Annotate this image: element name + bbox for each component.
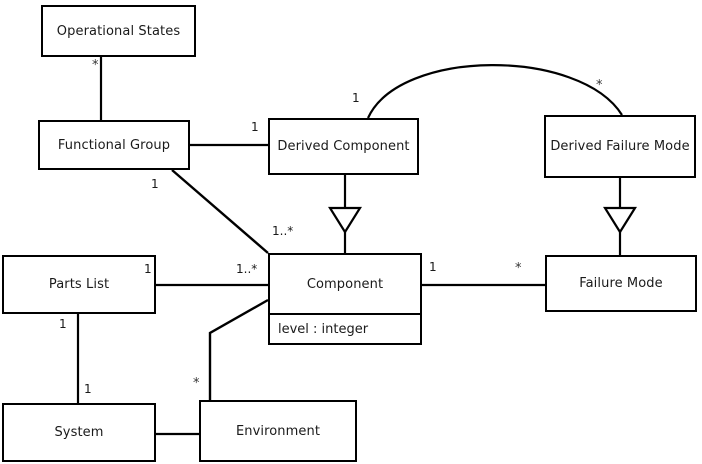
class-name-system: System <box>54 425 104 440</box>
multiplicity-functional-group-diagonal: 1 <box>151 177 159 191</box>
class-box-functional-group[interactable]: Functional Group <box>38 120 190 170</box>
multiplicity-derived-component-left: 1 <box>251 120 259 134</box>
class-box-environment[interactable]: Environment <box>199 400 357 462</box>
class-box-component[interactable]: Component level : integer <box>268 253 422 345</box>
class-name-derived-component: Derived Component <box>277 139 410 154</box>
class-box-derived-failure-mode[interactable]: Derived Failure Mode <box>544 115 696 178</box>
class-name-environment: Environment <box>235 423 321 439</box>
multiplicity-arc-derived-component-end: 1 <box>352 91 360 105</box>
multiplicity-arc-derived-failure-mode-end: * <box>596 78 603 93</box>
multiplicity-component-left: 1..* <box>236 262 258 276</box>
generalization-triangle-derived-component <box>328 206 362 235</box>
class-name-failure-mode: Failure Mode <box>579 276 663 291</box>
class-box-failure-mode[interactable]: Failure Mode <box>545 255 697 312</box>
edge-functional-group-component <box>171 169 269 254</box>
class-name-component: Component <box>306 276 384 292</box>
multiplicity-operational-states-functional-group: * <box>92 58 99 73</box>
class-box-system[interactable]: System <box>2 403 156 462</box>
edge-derived-component-derived-failure-mode <box>367 64 623 119</box>
multiplicity-parts-list-right: 1 <box>144 262 152 276</box>
multiplicity-component-diagonal: 1..* <box>272 224 294 238</box>
class-box-derived-component[interactable]: Derived Component <box>268 118 419 175</box>
multiplicity-system-top: 1 <box>84 382 92 396</box>
class-name-operational-states: Operational States <box>56 23 181 39</box>
class-name-parts-list: Parts List <box>48 277 110 292</box>
class-attribute-component-level: level : integer <box>270 313 420 343</box>
class-box-parts-list[interactable]: Parts List <box>2 255 156 314</box>
class-box-operational-states[interactable]: Operational States <box>41 5 196 57</box>
multiplicity-parts-list-bottom: 1 <box>59 317 67 331</box>
edge-component-environment <box>208 298 269 400</box>
multiplicity-failure-mode-left: * <box>515 261 522 276</box>
class-name-functional-group: Functional Group <box>57 137 171 153</box>
multiplicity-component-right: 1 <box>429 260 437 274</box>
class-name-derived-failure-mode: Derived Failure Mode <box>550 139 690 154</box>
generalization-triangle-derived-failure-mode <box>603 206 637 235</box>
multiplicity-environment-top: * <box>193 376 200 391</box>
